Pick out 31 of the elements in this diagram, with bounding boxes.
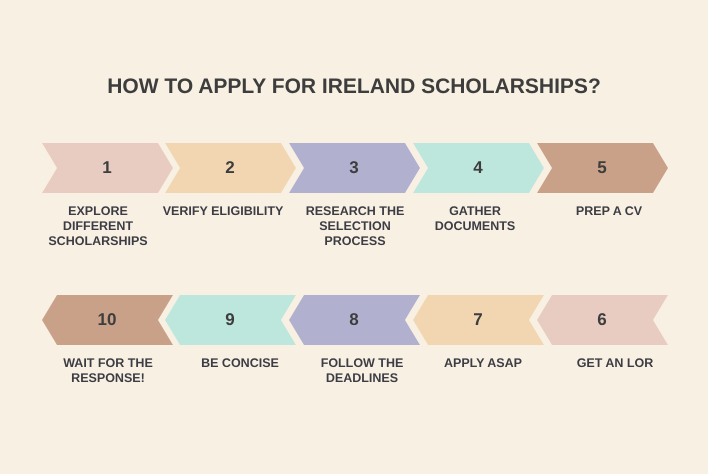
step-caption: PREP A CV: [574, 204, 644, 219]
step-banner: [537, 295, 668, 345]
step-caption: RESEARCH THE SELECTION PROCESS: [304, 204, 406, 249]
step-number: 4: [473, 158, 483, 178]
step-banner: [289, 143, 420, 193]
step-caption: GET AN LOR: [576, 356, 654, 371]
step-banner: [165, 143, 296, 193]
step-banner: [42, 143, 173, 193]
step-banner: [289, 295, 420, 345]
step-banner: [413, 295, 544, 345]
step-number: 8: [349, 310, 359, 330]
step-number: 7: [473, 310, 483, 330]
step-caption: WAIT FOR THE RESPONSE!: [62, 356, 154, 386]
step-caption: VERIFY ELIGIBILITY: [162, 204, 284, 219]
step-caption: EXPLORE DIFFERENT SCHOLARSHIPS: [47, 204, 149, 249]
step-caption: APPLY ASAP: [442, 356, 524, 371]
step-number: 10: [98, 310, 116, 330]
step-banner: [42, 295, 173, 345]
step-banner: [537, 143, 668, 193]
step-number: 2: [225, 158, 235, 178]
step-number: 6: [597, 310, 607, 330]
step-caption: GATHER DOCUMENTS: [434, 204, 516, 234]
diagram-title: HOW TO APPLY FOR IRELAND SCHOLARSHIPS?: [107, 74, 601, 99]
step-banner: [165, 295, 296, 345]
step-number: 9: [225, 310, 235, 330]
step-number: 5: [597, 158, 607, 178]
step-number: 1: [102, 158, 112, 178]
step-number: 3: [349, 158, 359, 178]
step-caption: FOLLOW THE DEADLINES: [320, 356, 404, 386]
step-caption: BE CONCISE: [200, 356, 280, 371]
step-banner: [413, 143, 544, 193]
